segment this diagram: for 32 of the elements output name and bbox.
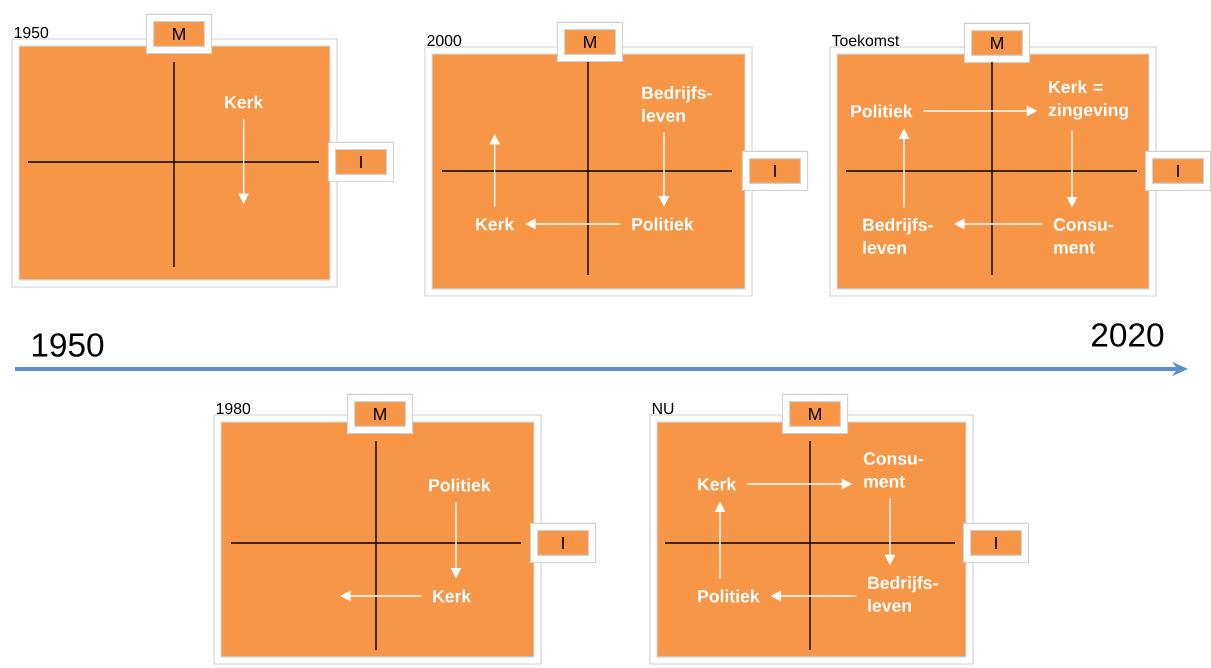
node-label: 2000	[427, 34, 462, 47]
axis-tab: I	[327, 141, 395, 183]
quadrant-label: Kerk	[698, 477, 737, 491]
quadrant-label: Politiek	[851, 104, 913, 118]
axis-tab: I	[741, 150, 809, 192]
quadrant-label: Politiek	[429, 478, 491, 492]
node-label: Toekomst	[831, 34, 900, 47]
axis-tab: M	[346, 393, 414, 435]
node-label: 1950	[14, 26, 49, 39]
quadrant-label: Kerk	[225, 95, 264, 109]
axis-tab: I	[962, 522, 1030, 564]
axis-tab: I	[1144, 150, 1211, 192]
quadrant-label: Bedrijfs- leven	[868, 576, 938, 612]
quadrant-label: Consu- ment	[863, 452, 923, 488]
quadrant-label: Consu- ment	[1053, 218, 1113, 254]
axis-tab: M	[963, 22, 1031, 64]
quadrant-label: Politiek	[698, 589, 760, 603]
quadrant-label: Politiek	[632, 217, 694, 231]
axis-tab: M	[556, 21, 624, 63]
node-label: NU	[652, 403, 674, 415]
quadrant-label: Kerk	[433, 589, 472, 603]
timeline-year: 2020	[1092, 323, 1164, 347]
axis-tab: M	[145, 13, 213, 55]
node-label: 1980	[216, 402, 251, 415]
quadrant-label: Kerk = zingeving	[1048, 80, 1128, 120]
quadrant-label: Bedrijfs- leven	[642, 86, 712, 122]
quadrant-label: Kerk	[476, 217, 515, 231]
quadrant-label: Bedrijfs- leven	[863, 218, 933, 254]
arrow	[238, 118, 250, 204]
timeline-year: 1950	[32, 333, 104, 357]
axis-tab: I	[529, 522, 597, 564]
axis-tab: M	[781, 393, 849, 435]
